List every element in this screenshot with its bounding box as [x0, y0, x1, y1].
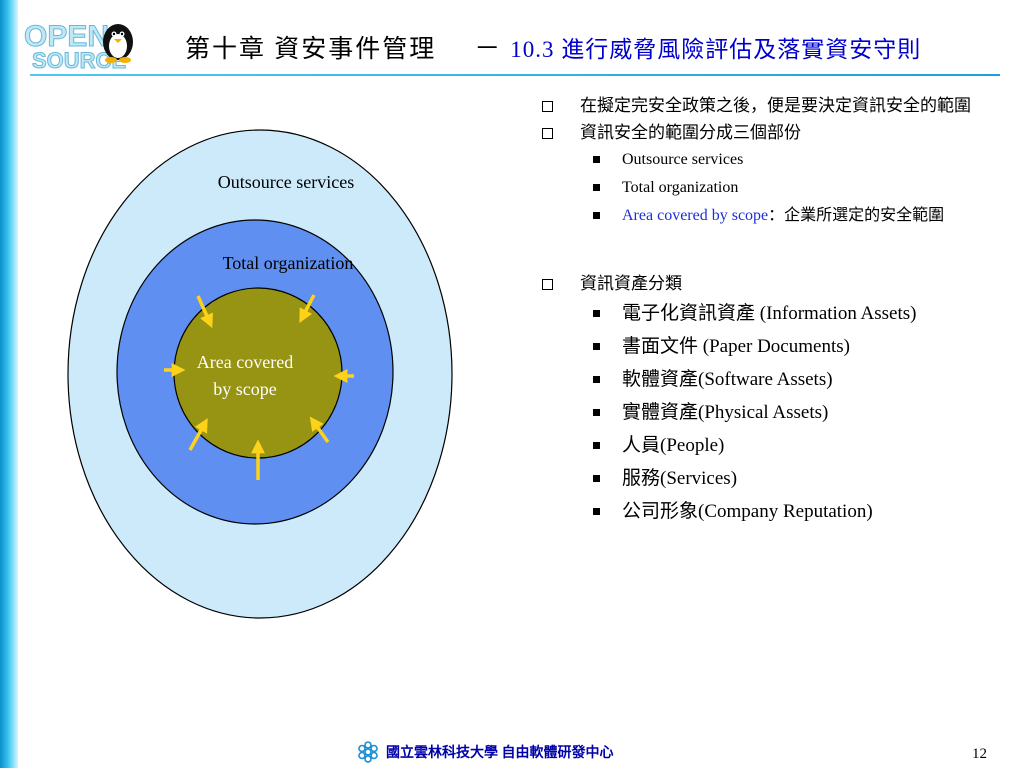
arrow-top-left — [196, 295, 213, 329]
sub-bullet-physical-assets: 實體資產(Physical Assets) — [540, 396, 1000, 429]
inner-label-line2: by scope — [213, 379, 276, 399]
chapter-title: 第十章 資安事件管理 — [185, 36, 437, 63]
slide-title: 第十章 資安事件管理 － 10.3 進行威脅風險評估及落實資安守則 — [185, 28, 921, 64]
filled-square-bullet — [593, 156, 600, 163]
hollow-square-bullet — [542, 128, 553, 139]
hollow-square-bullet — [542, 101, 553, 112]
sub-bullet-services: 服務(Services) — [540, 462, 1000, 495]
filled-square-bullet — [593, 508, 600, 515]
page-number: 12 — [972, 746, 987, 762]
filled-square-bullet — [593, 376, 600, 383]
arrow-bottom-left — [188, 418, 208, 451]
section-title: 10.3 進行威脅風險評估及落實資安守則 — [510, 37, 922, 62]
footer-org-name: 國立雲林科技大學 自由軟體研發中心 — [386, 746, 614, 761]
title-divider — [30, 74, 1000, 76]
sub-bullet-information-assets: 電子化資訊資產 (Information Assets) — [540, 297, 1000, 330]
sub-bullet-people: 人員(People) — [540, 429, 1000, 462]
svg-text:OPEN: OPEN — [24, 20, 109, 53]
filled-square-bullet — [593, 212, 600, 219]
filled-square-bullet — [593, 310, 600, 317]
sub-bullet-paper-documents: 書面文件 (Paper Documents) — [540, 330, 1000, 363]
open-source-logo: OPEN SOURCE — [22, 8, 152, 74]
outer-label: Outsource services — [218, 172, 354, 192]
sub-bullet-outsource: Outsource services — [540, 146, 1000, 174]
sub-bullet-scope-area: Area covered by scope：企業所選定的安全範圍 — [540, 202, 1000, 230]
middle-label: Total organization — [223, 253, 354, 273]
bullet-list: 在擬定完安全政策之後，便是要決定資訊安全的範圍 資訊安全的範圍分成三個部份 Ou… — [540, 92, 1000, 528]
scope-diagram: Outsource services Total organization Ar… — [60, 128, 460, 628]
left-accent-bar — [0, 0, 18, 768]
filled-square-bullet — [593, 343, 600, 350]
sub-bullet-organization: Total organization — [540, 174, 1000, 202]
bullet-asset-classification: 資訊資產分類 — [540, 270, 1000, 297]
bullet-scope-parts: 資訊安全的範圍分成三個部份 — [540, 119, 1000, 146]
arrow-top-right — [299, 294, 316, 323]
arrow-bottom-right — [309, 416, 330, 444]
filled-square-bullet — [593, 475, 600, 482]
snowflake-flower-icon — [358, 741, 378, 763]
inner-label-line1: Area covered — [197, 352, 293, 372]
filled-square-bullet — [593, 409, 600, 416]
footer-org: 國立雲林科技大學 自由軟體研發中心 — [356, 740, 614, 764]
title-dash: － — [474, 34, 501, 63]
sub-bullet-company-reputation: 公司形象(Company Reputation) — [540, 495, 1000, 528]
hollow-square-bullet — [542, 279, 553, 290]
filled-square-bullet — [593, 442, 600, 449]
filled-square-bullet — [593, 184, 600, 191]
bullet-scope-decision: 在擬定完安全政策之後，便是要決定資訊安全的範圍 — [540, 92, 1000, 119]
sub-bullet-software-assets: 軟體資產(Software Assets) — [540, 363, 1000, 396]
